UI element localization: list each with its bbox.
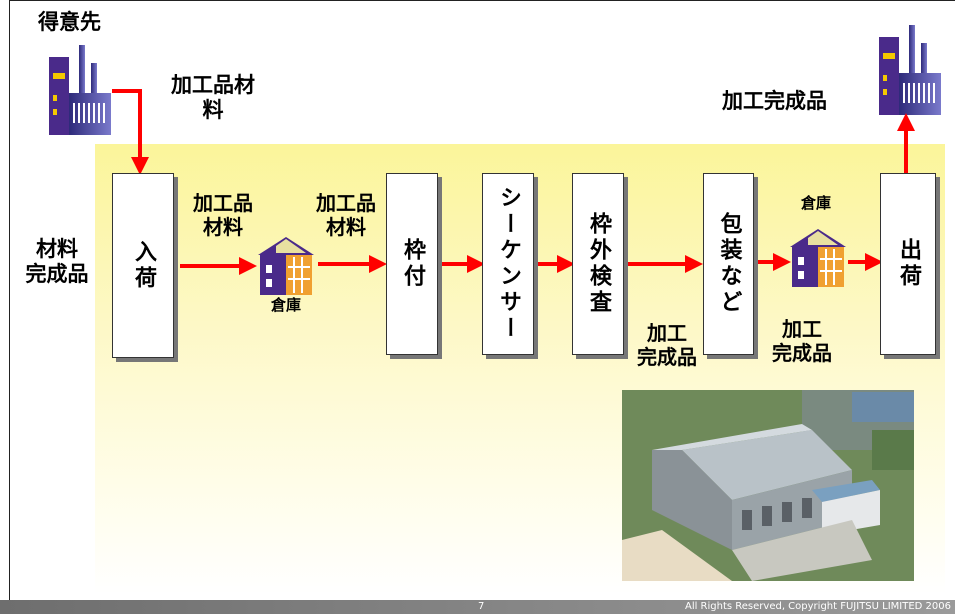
customer-label: 得意先 (38, 10, 101, 34)
process-framing: 枠付 (386, 173, 438, 355)
process-frame-inspection: 枠外検査 (572, 173, 624, 355)
flow-label-warehouse: 倉庫 (270, 296, 301, 314)
flow-label-material: 加工品 材料 (193, 191, 253, 239)
warehouse-icon (790, 229, 846, 287)
material-finished-label: 材料 完成品 (25, 237, 89, 286)
flow-label-material: 加工品 材料 (316, 191, 376, 239)
factory-aerial-photo (622, 390, 914, 581)
process-packaging: 包装など (703, 173, 754, 355)
process-label: 入荷 (131, 239, 156, 292)
customer-factory-icon (43, 45, 111, 135)
page-number: 7 (478, 601, 485, 612)
flow-label-warehouse: 倉庫 (800, 194, 831, 212)
copyright-text: All Rights Reserved, Copyright FUJITSU L… (684, 601, 951, 612)
process-label: 枠付 (400, 238, 425, 290)
slide-footer: 7 All Rights Reserved, Copyright FUJITSU… (0, 600, 955, 614)
flow-label-finished: 加工 完成品 (772, 317, 832, 365)
warehouse-icon (258, 237, 314, 295)
frame-line (9, 0, 10, 600)
process-label: 包装など (716, 212, 742, 316)
flow-label-finished: 加工 完成品 (637, 321, 697, 369)
frame-line (9, 0, 955, 1)
customer-to-receiving-arrow (112, 89, 149, 175)
input-material-label: 加工品材 料 (171, 73, 255, 122)
process-receiving: 入荷 (112, 173, 174, 358)
process-shipping: 出荷 (880, 173, 936, 355)
process-label: シーケンサー (496, 186, 521, 342)
process-label: 出荷 (896, 238, 921, 290)
process-sequencer: シーケンサー (482, 173, 534, 355)
process-label: 枠外検査 (586, 212, 611, 316)
shipment-factory-icon (873, 25, 941, 115)
finished-shipment-label: 加工完成品 (722, 89, 827, 113)
